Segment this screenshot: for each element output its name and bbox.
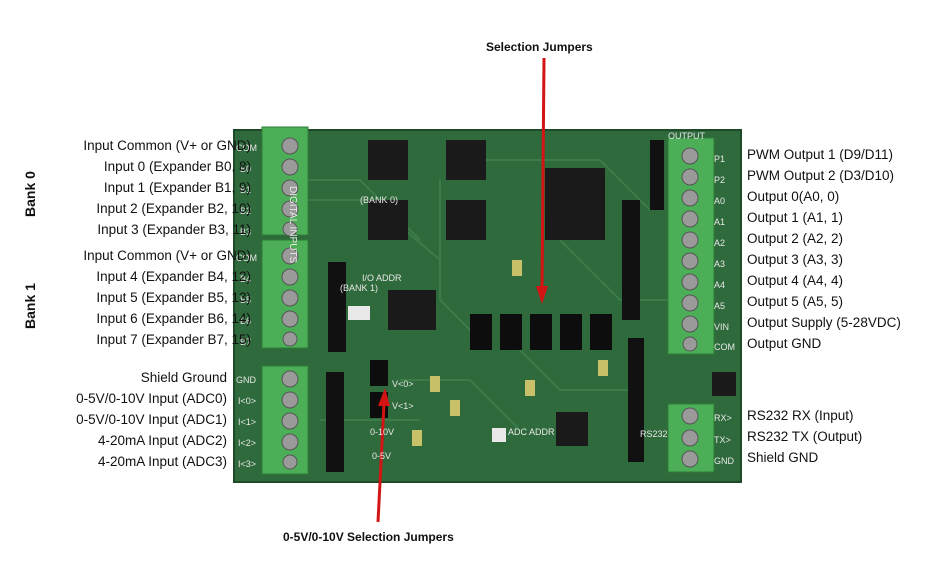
digital-inputs-text: DIGITAL INPUTS	[287, 186, 298, 264]
pin-label-gnd: GND	[236, 375, 256, 385]
callout-arrows	[376, 57, 548, 523]
pin-label-b2: B2	[240, 206, 252, 216]
pin-label-vin: VIN	[714, 322, 730, 332]
range-jumpers-callout: 0-5V/0-10V Selection Jumpers	[283, 530, 454, 544]
left-label: 0-5V/0-10V Input (ADC0)	[76, 391, 227, 406]
pin-label-b1: B1	[240, 185, 252, 195]
left-label: 0-5V/0-10V Input (ADC1)	[76, 412, 227, 427]
pin-label-i1: I<1>	[238, 417, 257, 427]
pin-label-a3: A3	[714, 259, 726, 269]
terminal-block-bank0	[261, 126, 309, 237]
bank0-tag: (BANK 0)	[360, 195, 399, 205]
left-label: 4-20mA Input (ADC3)	[97, 454, 227, 469]
adc-addr-text: ADC ADDR	[508, 427, 555, 437]
right-label: Output 5 (A5, 5)	[747, 294, 844, 309]
pin-label-com1: COM	[236, 253, 257, 263]
right-label: Output 4 (A4, 4)	[747, 273, 844, 288]
output-title: OUTPUT	[668, 131, 705, 141]
pin-label-i2: I<2>	[238, 438, 257, 448]
right-label: Output GND	[747, 336, 822, 351]
left-label: Input Common (V+ or GND)	[83, 138, 251, 153]
left-label: Input 1 (Expander B1, 9)	[103, 180, 251, 195]
left-label: Input 5 (Expander B5, 13)	[96, 290, 251, 305]
right-label: PWM Output 2 (D3/D10)	[747, 168, 895, 183]
pin-label-i0: I<0>	[238, 396, 257, 406]
pin-label-a1: A1	[714, 217, 726, 227]
right-label: RS232 RX (Input)	[747, 408, 854, 423]
chips	[368, 140, 736, 446]
pcb-edge	[233, 129, 742, 483]
bank-1-label: Bank 1	[22, 283, 38, 329]
bank1-tag: (BANK 1)	[340, 283, 379, 293]
pin-label-i3: I<3>	[238, 459, 257, 469]
pin-label-b4: B4	[240, 274, 252, 284]
pin-label-a2: A2	[714, 238, 726, 248]
range-5v-text: 0-5V	[372, 451, 392, 461]
right-label: Output 1 (A1, 1)	[747, 210, 844, 225]
pin-label-b0: B0	[240, 164, 252, 174]
pin-label-tx: TX>	[714, 435, 731, 445]
pin-label-gnd-rs: GND	[714, 456, 734, 466]
pin-label-b3: B3	[240, 227, 252, 237]
terminal-block-rs232	[667, 403, 715, 473]
terminal-block-outputs	[667, 137, 715, 355]
pin-label-a5: A5	[714, 301, 726, 311]
pin-label-com-out: COM	[714, 342, 735, 352]
left-label: Input 6 (Expander B6, 14)	[96, 311, 251, 326]
pin-label-a0: A0	[714, 196, 726, 206]
right-label: Output Supply (5-28VDC)	[747, 315, 901, 330]
left-label: Input 3 (Expander B3, 11)	[97, 222, 251, 237]
pin-label-a4: A4	[714, 280, 726, 290]
right-label: Shield GND	[747, 450, 819, 465]
pin-headers	[326, 140, 664, 472]
left-label: 4-20mA Input (ADC2)	[97, 433, 227, 448]
pin-label-b5: B5	[240, 295, 252, 305]
left-label: Input 2 (Expander B2, 10)	[96, 201, 251, 216]
pin-label-p2: P2	[714, 175, 726, 185]
pin-label-p1: P1	[714, 154, 726, 164]
pin-label-b6: B6	[240, 316, 252, 326]
selection-jumper-blocks	[470, 314, 612, 350]
pin-label-com0: COM	[236, 143, 257, 153]
left-label: Shield Ground	[140, 370, 227, 385]
left-label: Input 4 (Expander B4, 12)	[96, 269, 251, 284]
right-label: Output 2 (A2, 2)	[747, 231, 844, 246]
rs232-text: RS232	[640, 429, 668, 439]
bank-0-label: Bank 0	[22, 171, 38, 217]
left-label: Input Common (V+ or GND)	[83, 248, 251, 263]
terminal-block-bank1	[261, 239, 309, 349]
pin-label-b7: B7	[240, 337, 252, 347]
left-label: Input 7 (Expander B7, 15)	[96, 332, 251, 347]
right-label: RS232 TX (Output)	[747, 429, 863, 444]
terminal-block-adc	[261, 365, 309, 475]
misc-components	[412, 260, 608, 446]
jumper-v0-text: V<0>	[392, 379, 414, 389]
left-label: Input 0 (Expander B0, 8)	[103, 159, 251, 174]
selection-jumpers-callout: Selection Jumpers	[486, 40, 593, 54]
pin-label-rx: RX>	[714, 413, 732, 423]
range-10v-text: 0-10V	[370, 427, 395, 437]
right-label: Output 0(A0, 0)	[747, 189, 840, 204]
io-addr-text: I/O ADDR	[362, 273, 402, 283]
silkscreen-markers	[348, 306, 506, 442]
right-label: Output 3 (A3, 3)	[747, 252, 844, 267]
right-label: PWM Output 1 (D9/D11)	[747, 147, 894, 162]
jumper-v1-text: V<1>	[392, 401, 414, 411]
